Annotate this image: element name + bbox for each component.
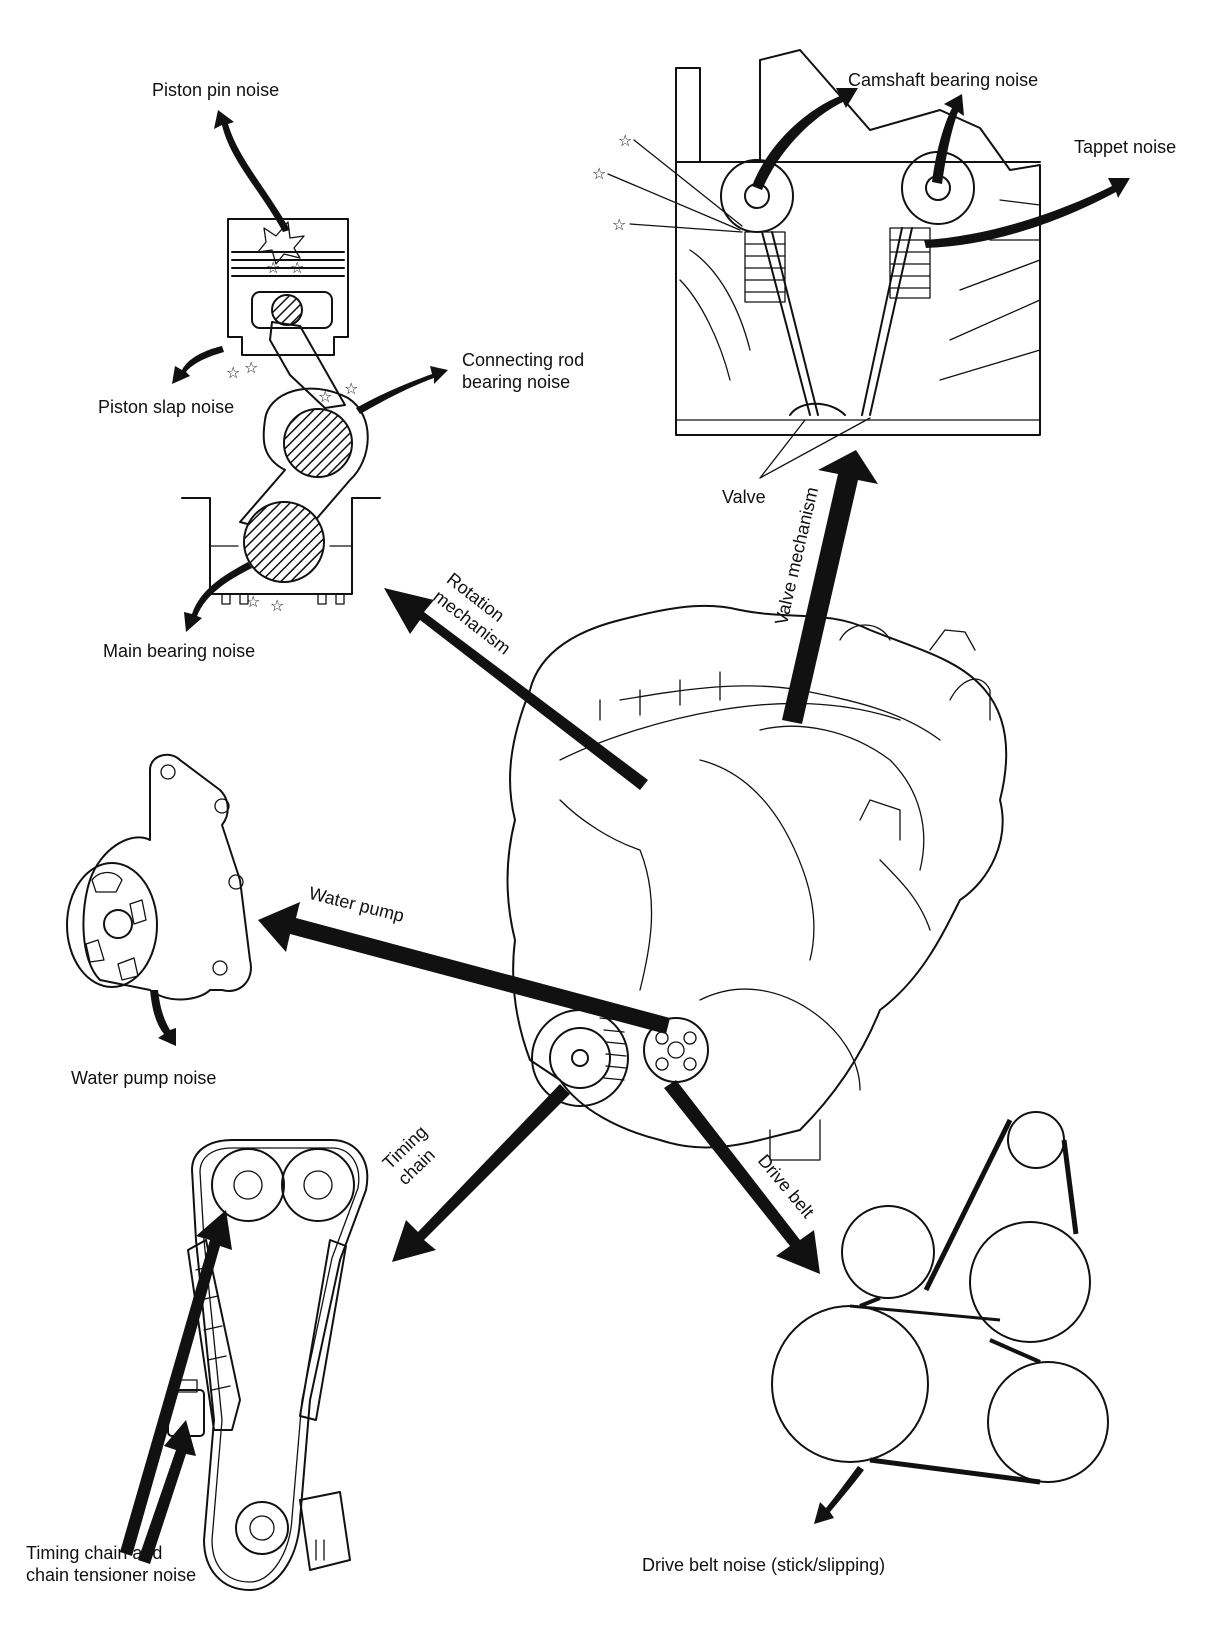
belt-pulley-crank [771,1305,929,1463]
timing-chain-noise-arrow-1 [120,1210,232,1556]
belt-pulley-idler [1007,1111,1065,1169]
engine-block [506,604,1008,1161]
cam-sprocket-right [281,1148,355,1222]
water-pump-part [66,753,252,1046]
label-camshaft-bearing-noise: Camshaft bearing noise [848,70,1039,90]
cylinder-head: ☆ ☆ ☆ [592,49,1130,479]
svg-text:☆: ☆ [270,596,284,615]
belt-pulley-bottom-right [987,1361,1109,1483]
belt-pulley-top-left [841,1205,935,1299]
label-main-bearing-noise: Main bearing noise [103,641,256,661]
label-piston-slap-noise: Piston slap noise [98,397,235,417]
svg-text:☆: ☆ [592,164,606,183]
cam-sprocket-left [211,1148,285,1222]
svg-text:☆: ☆ [344,379,358,398]
svg-text:☆: ☆ [290,258,304,277]
svg-text:☆: ☆ [318,387,332,406]
label-tappet-noise: Tappet noise [1074,137,1177,157]
crank-sprocket [235,1501,289,1555]
rotation-mechanism-arrow [384,588,648,790]
timing-chain-part [120,1139,369,1591]
belt-pulley-right [969,1221,1091,1343]
connecting-rod-bearing [283,408,353,478]
label-water-pump-noise: Water pump noise [71,1068,217,1088]
label-timing-chain-tensioner-noise: Timing chain and chain tensioner noise [26,1543,197,1585]
drive-belt-part [771,1111,1109,1524]
crank-pulley [531,1009,629,1107]
svg-text:☆: ☆ [246,592,260,611]
timing-chain-arrow [392,1084,570,1262]
valve-mechanism-arrow [782,450,878,724]
svg-text:☆: ☆ [226,363,240,382]
drive-belt-arrow [664,1080,820,1274]
piston-pin-arrow [214,110,290,232]
piston-slap-arrow [172,346,224,384]
label-valve: Valve [722,487,766,507]
drive-belt-noise-arrow [814,1466,864,1524]
label-connecting-rod-bearing-noise: Connecting rod bearing noise [462,350,585,392]
water-pump-noise-arrow [150,990,176,1046]
svg-text:☆: ☆ [244,358,258,377]
main-bearing-arrow [184,562,252,632]
svg-text:☆: ☆ [612,215,626,234]
camshaft-arrow-right [932,94,964,184]
camshaft-arrow-left [752,88,858,190]
main-bearing [243,501,325,583]
label-piston-pin-noise: Piston pin noise [152,80,280,100]
water-pump-arrow [258,902,670,1034]
label-drive-belt-noise: Drive belt noise (stick/slipping) [642,1555,886,1575]
svg-text:☆: ☆ [618,131,632,150]
piston-assembly: ☆ ☆ ☆ ☆ ☆ ☆ ☆ ☆ [172,110,448,632]
conrod-bearing-arrow [356,366,448,414]
timing-chain-noise-arrow-2 [138,1420,196,1564]
svg-text:☆: ☆ [266,258,280,277]
tappet-arrow [924,178,1130,248]
piston-pin [271,294,303,326]
